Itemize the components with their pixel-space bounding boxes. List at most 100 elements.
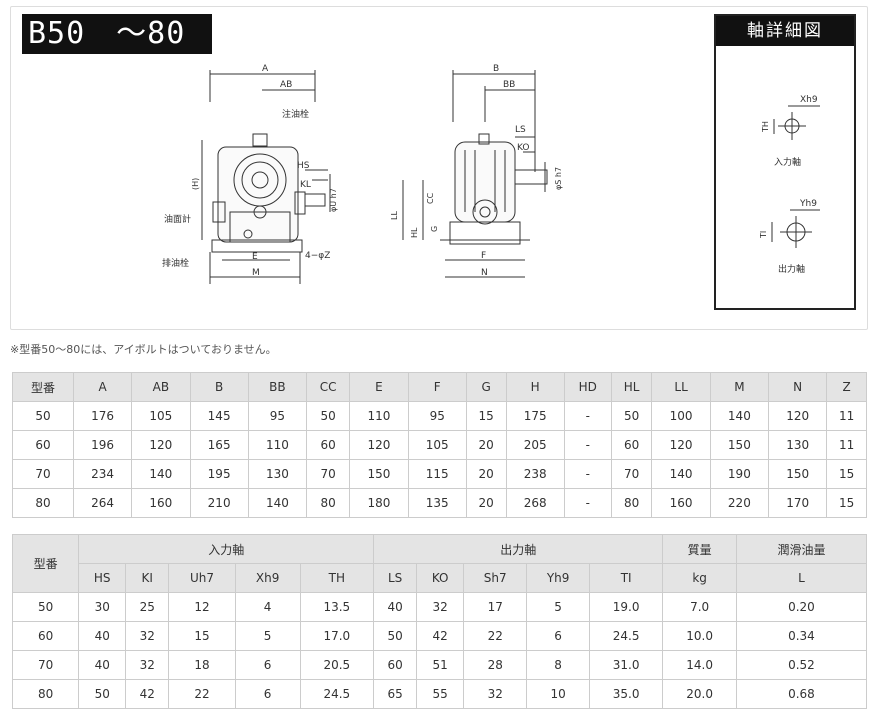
table-cell: 140: [651, 459, 711, 489]
table-cell: 11: [826, 401, 867, 431]
shaft-detail-title: 軸詳細図: [716, 16, 854, 46]
table-cell: 120: [651, 430, 711, 460]
dim-LL: LL: [390, 211, 399, 220]
dimension-header-cell: N: [768, 372, 828, 402]
shaft-table-model-header: 型番: [11, 534, 80, 593]
dim-Sh7: φS h7: [554, 167, 563, 190]
table-cell: 105: [131, 401, 191, 431]
table-cell: 60: [373, 650, 418, 680]
dimension-header-cell: 型番: [12, 372, 74, 402]
group-input-shaft: 入力軸: [78, 534, 375, 564]
dim-AB: AB: [280, 80, 292, 90]
table-cell: -: [563, 401, 612, 431]
table-cell: 20: [465, 430, 507, 460]
table-cell: 40: [373, 592, 418, 622]
table-cell: 210: [189, 488, 249, 518]
dim-B: B: [493, 64, 499, 74]
table-cell: 22: [463, 621, 528, 651]
table-cell: 5: [234, 621, 301, 651]
table-cell: 7.0: [662, 592, 737, 622]
table-cell: 100: [651, 401, 711, 431]
group-output-shaft: 出力軸: [373, 534, 664, 564]
table-cell: 80: [306, 488, 351, 518]
table-cell: 8: [526, 650, 590, 680]
table-cell: 32: [125, 650, 170, 680]
table-cell: 160: [131, 488, 191, 518]
table-cell: 10.0: [662, 621, 737, 651]
label-output-shaft: 出力軸: [778, 263, 805, 275]
table-cell: 42: [416, 621, 465, 651]
dimension-header-cell: Z: [826, 372, 867, 402]
dimension-header-cell: HL: [610, 372, 653, 402]
table-cell: 30: [78, 592, 127, 622]
table-cell: 15: [826, 488, 867, 518]
dimension-header-cell: BB: [247, 372, 308, 402]
dim-HS: HS: [297, 161, 310, 171]
dim-KL: KL: [300, 180, 311, 190]
shaft-subheader-cell: HS: [78, 563, 127, 593]
table-cell: 20.0: [662, 679, 737, 709]
table-cell: 32: [416, 592, 465, 622]
table-cell: 20: [465, 488, 507, 518]
table-cell: 15: [465, 401, 507, 431]
dimension-header-cell: M: [709, 372, 770, 402]
label-drain: 排油栓: [162, 257, 189, 269]
table-cell: 110: [349, 401, 409, 431]
table-cell: 32: [125, 621, 170, 651]
label-oil-inlet: 注油栓: [282, 108, 309, 120]
table-cell: 120: [131, 430, 191, 460]
group-oil: 潤滑油量: [735, 534, 868, 564]
table-cell: 180: [349, 488, 409, 518]
table-cell: 105: [407, 430, 467, 460]
table-cell: 0.20: [735, 592, 868, 622]
table-cell: 19.0: [588, 592, 664, 622]
dim-TI: TI: [759, 231, 768, 239]
table-cell: 20: [465, 459, 507, 489]
dim-M: M: [252, 268, 260, 278]
dim-LS: LS: [515, 125, 526, 135]
table-cell: 196: [72, 430, 133, 460]
dimension-header-cell: LL: [651, 372, 711, 402]
dim-N: N: [481, 268, 488, 278]
shaft-subheader-cell: Sh7: [463, 563, 528, 593]
table-cell: 50: [306, 401, 351, 431]
dimension-header-cell: AB: [131, 372, 191, 402]
table-cell: 6: [526, 621, 590, 651]
table-cell: 0.68: [735, 679, 868, 709]
table-cell: 0.52: [735, 650, 868, 680]
table-cell: 238: [505, 459, 565, 489]
table-cell: 80: [11, 679, 80, 709]
shaft-detail-drawing: Xh9 TH 入力軸 Yh9 TI 出力軸: [759, 95, 820, 275]
table-cell: -: [563, 488, 612, 518]
table-cell: 80: [610, 488, 653, 518]
dimension-header-cell: B: [189, 372, 249, 402]
table-cell: 50: [78, 679, 127, 709]
table-cell: 4: [234, 592, 301, 622]
dimension-header-cell: F: [407, 372, 467, 402]
dim-E: E: [252, 252, 258, 262]
table-cell: 145: [189, 401, 249, 431]
table-cell: -: [563, 430, 612, 460]
shaft-subheader-cell: LS: [373, 563, 418, 593]
table-cell: 70: [306, 459, 351, 489]
shaft-subheader-cell: Uh7: [168, 563, 236, 593]
table-cell: 115: [407, 459, 467, 489]
table-cell: 18: [168, 650, 236, 680]
dim-BB: BB: [503, 80, 515, 90]
table-cell: 24.5: [588, 621, 664, 651]
shaft-subheader-cell: L: [735, 563, 868, 593]
table-cell: 5: [526, 592, 590, 622]
table-cell: 176: [72, 401, 133, 431]
table-cell: 80: [12, 488, 74, 518]
table-cell: 65: [373, 679, 418, 709]
table-cell: 264: [72, 488, 133, 518]
drawing-panel: [10, 6, 868, 330]
dim-HL: HL: [410, 227, 419, 238]
table-cell: 40: [78, 650, 127, 680]
shaft-subheader-cell: Xh9: [234, 563, 301, 593]
